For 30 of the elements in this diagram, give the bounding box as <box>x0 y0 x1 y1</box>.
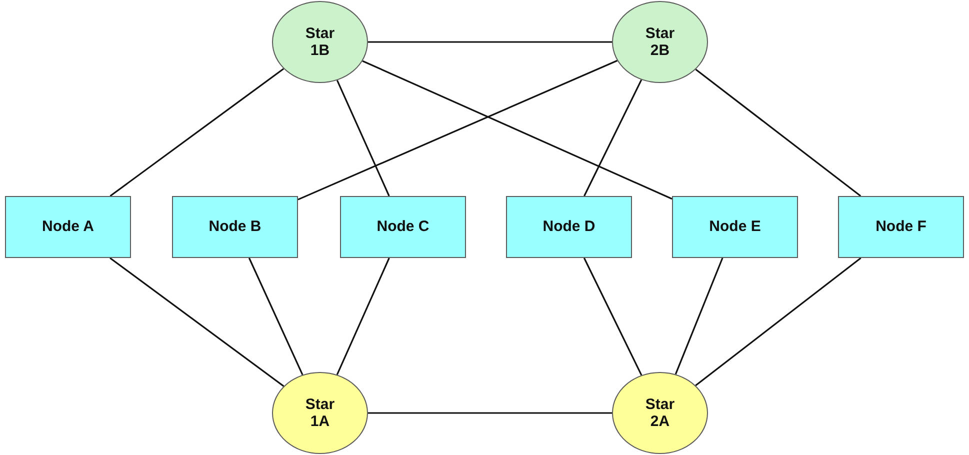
node-label: Node B <box>208 218 262 236</box>
node-label: Node D <box>542 218 596 236</box>
connector-line <box>695 257 862 386</box>
node-label: Node C <box>376 218 430 236</box>
node-box <box>340 196 466 258</box>
connector-line <box>362 60 672 200</box>
node-label: Star 1B <box>304 24 336 60</box>
node-box <box>172 196 298 258</box>
node-box <box>506 196 632 258</box>
node-label: Star 2A <box>644 396 676 430</box>
node-box <box>5 196 131 258</box>
node-box <box>672 196 798 258</box>
node-label: Node F <box>876 218 926 236</box>
connector-line <box>110 257 284 387</box>
connector-line <box>368 41 612 43</box>
node-label: Star 1A <box>304 396 336 430</box>
node-box <box>838 196 964 258</box>
connector-line <box>583 258 642 376</box>
connector-line <box>584 79 642 196</box>
connector-line <box>695 68 862 197</box>
connector-line <box>298 60 618 200</box>
node-label: Star 2B <box>644 24 676 60</box>
connector-line <box>248 258 304 376</box>
connector-line <box>110 68 284 197</box>
connector-line <box>674 258 724 375</box>
connector-line <box>368 412 612 414</box>
connector-line <box>336 80 390 196</box>
node-label: Node E <box>709 218 761 236</box>
node-label: Node A <box>42 218 94 236</box>
connector-line <box>336 258 390 376</box>
